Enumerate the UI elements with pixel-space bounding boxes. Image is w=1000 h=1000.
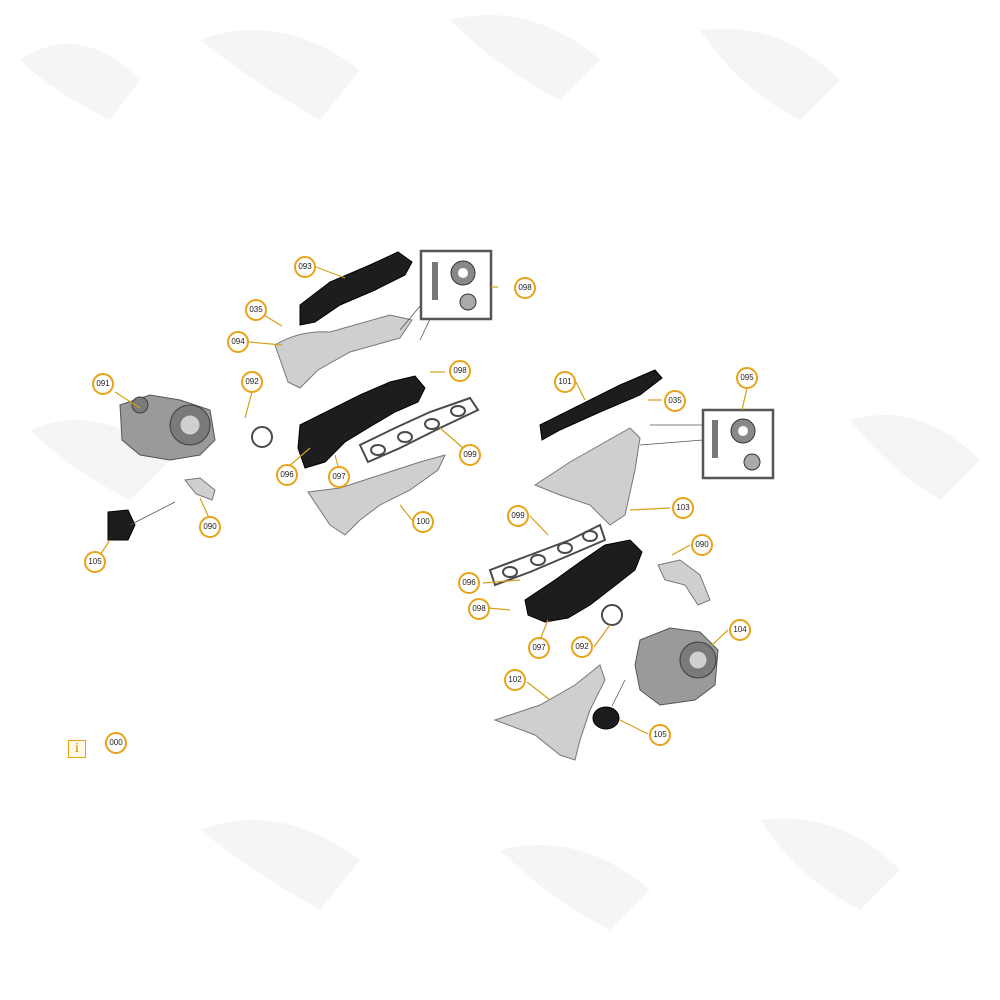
turbo-gasket-left[interactable]	[251, 426, 273, 448]
callout-100[interactable]: 100	[412, 511, 434, 533]
callout-099-left[interactable]: 099	[459, 444, 481, 466]
callout-097-right[interactable]: 097	[528, 637, 550, 659]
callout-105-right[interactable]: 105	[649, 724, 671, 746]
gasket-port-right-2	[530, 554, 546, 566]
turbocharger-left[interactable]	[119, 394, 216, 461]
callout-096-right[interactable]: 096	[458, 572, 480, 594]
callout-098-inset[interactable]: 098	[514, 277, 536, 299]
lower-heat-shield-left[interactable]	[307, 454, 446, 536]
gasket-port-left-1	[370, 444, 386, 456]
gasket-port-right-1	[502, 566, 518, 578]
callout-097-left[interactable]: 097	[328, 466, 350, 488]
bracket-left[interactable]	[184, 477, 216, 501]
gasket-port-left-4	[450, 405, 466, 417]
callout-095[interactable]: 095	[736, 367, 758, 389]
wastegate-actuator-right[interactable]	[592, 679, 626, 730]
callout-099-right[interactable]: 099	[507, 505, 529, 527]
callout-102[interactable]: 102	[504, 669, 526, 691]
gasket-port-right-3	[557, 542, 573, 554]
heat-shield-lower-right[interactable]	[533, 427, 641, 526]
turbo-gasket-right[interactable]	[601, 604, 623, 626]
lower-heat-shield-right[interactable]	[493, 664, 606, 761]
callout-092-right[interactable]: 092	[571, 636, 593, 658]
callout-098-right[interactable]: 098	[468, 598, 490, 620]
heat-shield-upper-left[interactable]	[299, 251, 413, 326]
callout-094[interactable]: 094	[227, 331, 249, 353]
leader-lines	[99, 266, 748, 735]
heat-shield-upper-right[interactable]	[539, 369, 663, 441]
callout-090-right[interactable]: 090	[691, 534, 713, 556]
turbocharger-right[interactable]	[634, 627, 719, 706]
callout-104[interactable]: 104	[729, 619, 751, 641]
callout-035-right[interactable]: 035	[664, 390, 686, 412]
callout-105-left[interactable]: 105	[84, 551, 106, 573]
manifold-gasket-left[interactable]	[358, 396, 480, 464]
callout-093[interactable]: 093	[294, 256, 316, 278]
callout-098-left[interactable]: 098	[449, 360, 471, 382]
callout-101[interactable]: 101	[554, 371, 576, 393]
callout-091[interactable]: 091	[92, 373, 114, 395]
gasket-port-left-3	[424, 418, 440, 430]
inset-detail-left	[399, 249, 493, 341]
callout-103[interactable]: 103	[672, 497, 694, 519]
bracket-right[interactable]	[657, 559, 711, 606]
gasket-port-right-4	[582, 530, 598, 542]
background-watermark	[20, 15, 980, 930]
exhaust-manifold-right[interactable]	[524, 539, 643, 623]
info-icon[interactable]: i	[68, 740, 86, 758]
gasket-port-left-2	[397, 431, 413, 443]
callout-096-left[interactable]: 096	[276, 464, 298, 486]
inset-detail-right	[639, 408, 775, 480]
callout-092-left[interactable]: 092	[241, 371, 263, 393]
callout-035-left[interactable]: 035	[245, 299, 267, 321]
callout-000[interactable]: 000	[105, 732, 127, 754]
exhaust-manifold-left[interactable]	[297, 375, 426, 469]
heat-shield-lower-left[interactable]	[274, 314, 413, 389]
wastegate-actuator-left[interactable]	[107, 501, 176, 541]
callout-090-left[interactable]: 090	[199, 516, 221, 538]
